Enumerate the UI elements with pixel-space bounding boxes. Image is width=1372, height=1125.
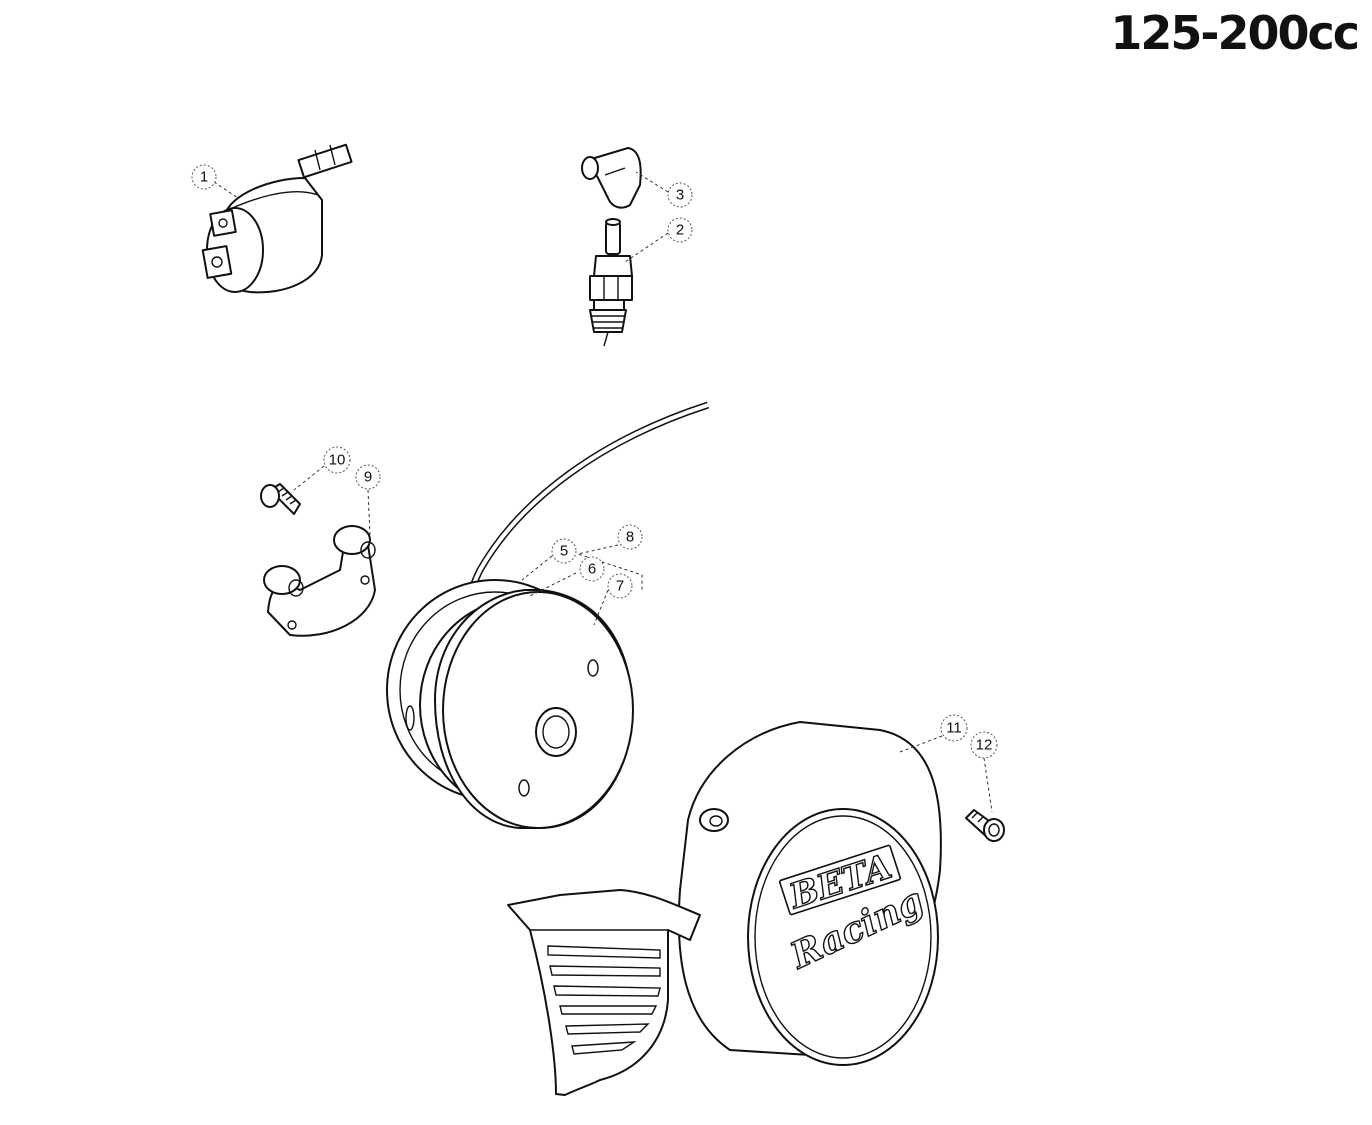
ignition-coil[interactable]	[201, 109, 602, 294]
callout-label: 9	[364, 469, 372, 486]
callout-5: 5	[551, 538, 577, 564]
callout-6: 6	[579, 556, 605, 582]
callout-8: 8	[617, 524, 643, 550]
callout-2: 2	[667, 217, 693, 243]
callout-3: 3	[667, 182, 693, 208]
callout-label: 3	[676, 187, 684, 204]
callout-1: 1	[191, 164, 217, 190]
callout-label: 5	[560, 543, 568, 560]
spark-plug[interactable]	[589, 218, 633, 347]
model-range-title: 125-200cc	[1110, 6, 1360, 60]
callout-12: 12	[970, 731, 998, 759]
callout-label: 1	[200, 169, 208, 186]
bracket-screw[interactable]	[260, 483, 301, 515]
spark-plug-cap[interactable]	[581, 147, 642, 209]
cover-screw[interactable]	[965, 809, 1005, 842]
magneto-assembly	[386, 401, 710, 829]
callout-label: 8	[626, 529, 634, 546]
leader-lines	[213, 171, 993, 813]
callout-label: 6	[588, 561, 596, 578]
callout-label: 11	[946, 720, 962, 737]
callout-7: 7	[607, 573, 633, 599]
callout-11: 11	[940, 714, 968, 742]
cable-bracket[interactable]	[263, 525, 376, 637]
ignition-cover[interactable]: BETA Racing	[507, 721, 942, 1096]
callout-label: 10	[329, 452, 346, 469]
callout-label: 2	[676, 222, 684, 239]
flywheel-rotor[interactable]	[434, 589, 634, 829]
callout-label: 7	[616, 578, 624, 595]
callout-10: 10	[323, 446, 351, 474]
callout-9: 9	[355, 464, 381, 490]
callout-label: 12	[976, 737, 993, 754]
